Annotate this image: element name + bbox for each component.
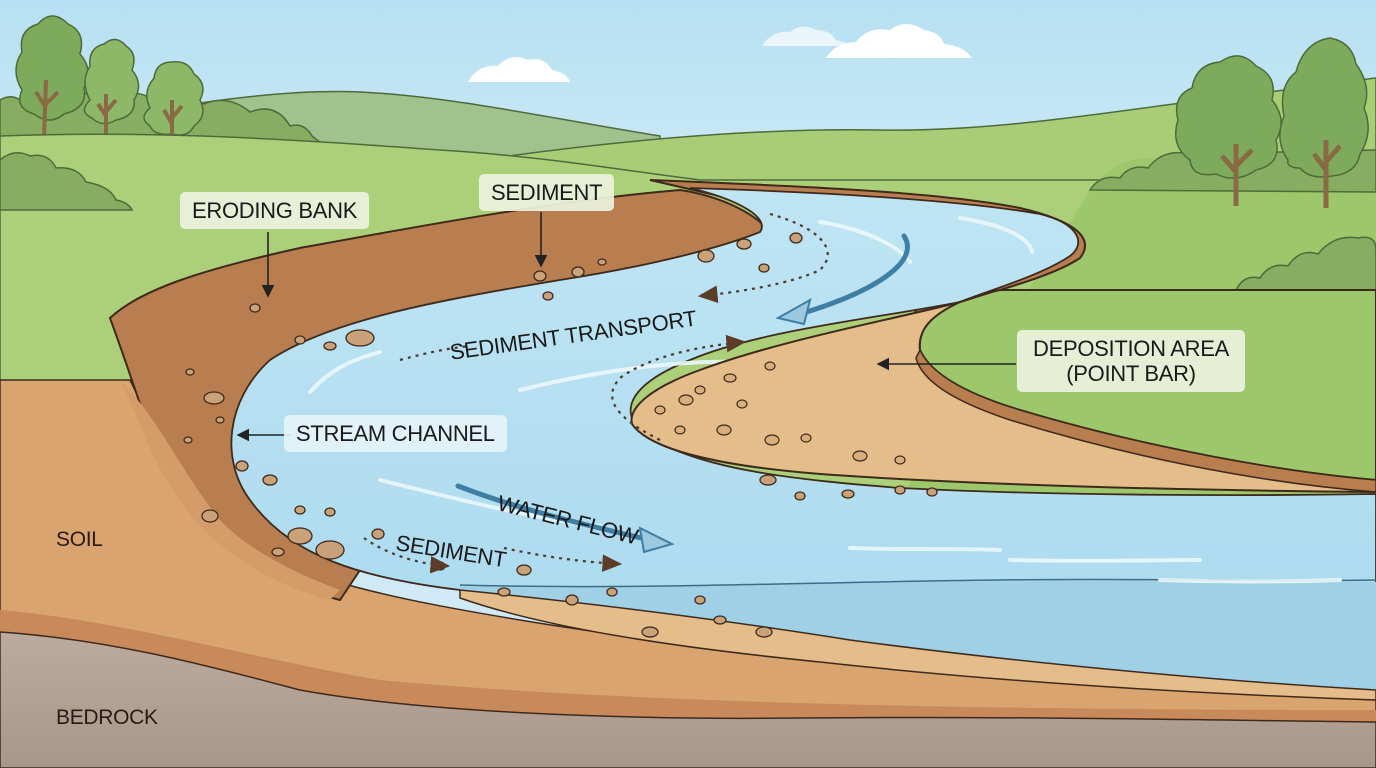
soil-text: SOIL	[56, 528, 103, 551]
label-deposition-area: DEPOSITION AREA (POINT BAR)	[1017, 330, 1245, 392]
bush-right-lower	[1234, 236, 1376, 291]
deposition-area-text-line2: (POINT BAR)	[1066, 361, 1196, 386]
bedrock-text: BEDROCK	[56, 706, 158, 729]
deposition-area-text-line1: DEPOSITION AREA	[1033, 336, 1229, 361]
bush-left-front	[0, 152, 134, 211]
sediment-transport-arrows	[363, 212, 829, 574]
sediment-top-text: SEDIMENT	[491, 180, 603, 205]
label-stream-channel: STREAM CHANNEL	[284, 415, 507, 452]
label-bedrock: BEDROCK	[56, 706, 158, 730]
pebbles	[183, 232, 938, 638]
label-sediment-top: SEDIMENT	[479, 174, 615, 211]
eroding-bank-text: ERODING BANK	[192, 198, 358, 223]
point-bar-pebbles	[654, 361, 906, 465]
clouds	[468, 24, 972, 82]
label-eroding-bank: ERODING BANK	[180, 192, 370, 229]
water-flow-arrows	[455, 233, 910, 554]
stream-channel-text: STREAM CHANNEL	[296, 421, 495, 446]
leader-lines	[236, 212, 1016, 442]
label-soil: SOIL	[56, 528, 103, 552]
river-deep-band	[460, 581, 1376, 690]
trees-right	[1175, 37, 1369, 208]
bedrock-layer	[0, 631, 1376, 768]
trees-left	[15, 15, 204, 148]
point-bar-bank	[915, 348, 1376, 493]
